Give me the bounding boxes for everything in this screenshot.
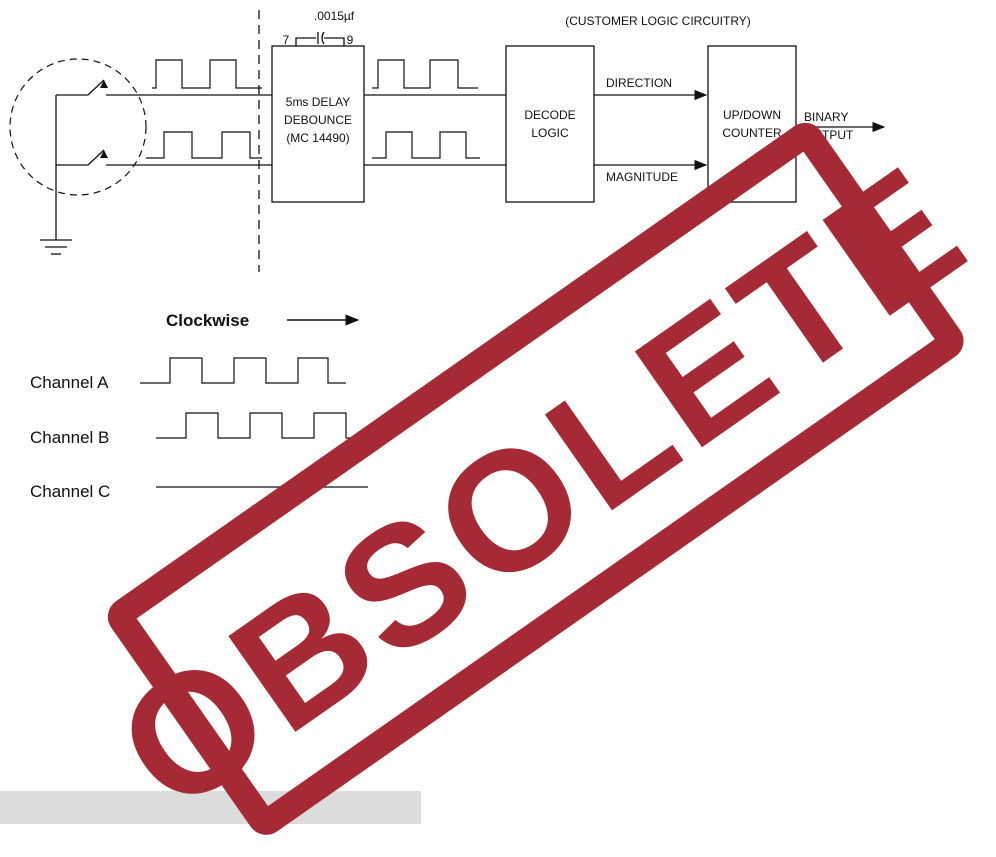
input-wave-a [152,59,262,89]
switch-a-contact [100,80,108,88]
decode-logic-block [505,45,595,203]
channel-a-label: Channel A [30,373,109,392]
debounced-wave-a [372,59,478,89]
debounce-line-2: DEBOUNCE [284,113,352,127]
binary-output-line-1: BINARY [804,110,848,124]
capacitor-value: .0015µf [314,9,355,23]
pin-7-label: 7 [283,33,290,47]
debounce-block [271,45,365,203]
switch-b-blade [87,149,105,166]
stamp-border [107,122,964,835]
pin-9-label: 9 [347,33,354,47]
obsolete-stamp: OBSOLETE [85,122,996,849]
channel-c-label: Channel C [30,482,110,501]
channel-b-wave [156,412,362,439]
footer-bar [0,791,421,824]
encoder-switch-group [9,58,147,255]
capacitor-symbol [295,31,345,46]
customer-logic-label: (CUSTOMER LOGIC CIRCUITRY) [565,14,751,28]
switch-b-contact [100,150,108,158]
counter-line-1: UP/DOWN [723,108,781,122]
magnitude-label: MAGNITUDE [606,170,678,184]
encoder-dashed-outline [9,58,147,196]
debounced-wave-b [372,131,480,159]
debounce-line-3: (MC 14490) [286,131,349,145]
clockwise-label: Clockwise [166,311,249,330]
channel-b-label: Channel B [30,428,109,447]
decode-line-1: DECODE [524,108,575,122]
ground-symbol [40,239,72,255]
switch-a-blade [87,79,105,96]
decode-line-2: LOGIC [531,126,569,140]
channel-a-wave [140,357,346,384]
direction-label: DIRECTION [606,76,672,90]
input-wave-b [146,131,262,159]
debounce-line-1: 5ms DELAY [286,95,350,109]
stamp-word: OBSOLETE [85,129,996,849]
counter-line-2: COUNTER [722,126,782,140]
